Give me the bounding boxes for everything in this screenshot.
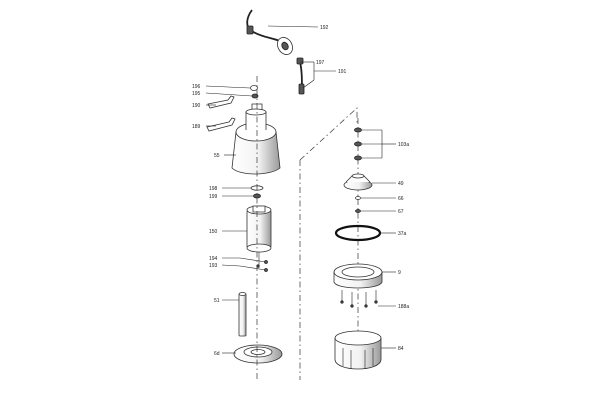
bracket-190	[207, 95, 235, 109]
base-plate-6d	[233, 344, 283, 364]
nuts-103a	[354, 127, 362, 161]
callout-190: 190	[192, 103, 201, 109]
callout-103a: 103a	[398, 142, 409, 148]
callout-196: 196	[192, 84, 201, 90]
shaft-51	[238, 292, 247, 337]
callout-199: 199	[209, 194, 218, 200]
callout-188a: 188a	[398, 304, 409, 310]
callout-67: 67	[398, 209, 404, 215]
float-switch-cable	[296, 57, 305, 95]
callout-150: 150	[209, 229, 218, 235]
callout-192: 192	[320, 25, 329, 31]
callout-55: 55	[214, 153, 220, 159]
callout-49: 49	[398, 181, 404, 187]
washer-196	[250, 85, 258, 91]
callout-37a: 37a	[398, 231, 407, 237]
motor-housing-55	[231, 103, 281, 175]
cable-plug	[246, 25, 254, 35]
callout-9: 9	[398, 270, 401, 276]
screws-194-193	[239, 257, 268, 272]
callout-6d: 6d	[214, 351, 220, 357]
pump-housing-9	[333, 263, 383, 289]
connector-centerline	[299, 107, 358, 380]
bracket-189	[206, 117, 236, 132]
callout-84: 84	[398, 346, 404, 352]
callout-194: 194	[209, 256, 218, 262]
callout-193: 193	[209, 263, 218, 269]
screws-188a	[340, 290, 378, 308]
callout-197: 197	[316, 60, 325, 66]
washer-66	[355, 196, 361, 200]
cable-gland-disc	[277, 37, 293, 55]
motor-150	[246, 205, 272, 268]
impeller-49	[343, 173, 373, 191]
callout-195: 195	[192, 91, 201, 97]
callout-51: 51	[214, 298, 220, 304]
callout-189: 189	[192, 124, 201, 130]
nut-67	[355, 209, 361, 213]
callout-191: 191	[338, 69, 347, 75]
callout-66: 66	[398, 196, 404, 202]
leader-lines	[205, 25, 396, 354]
callout-198: 198	[209, 186, 218, 192]
nut-199	[253, 193, 261, 199]
strainer-84	[334, 330, 382, 370]
